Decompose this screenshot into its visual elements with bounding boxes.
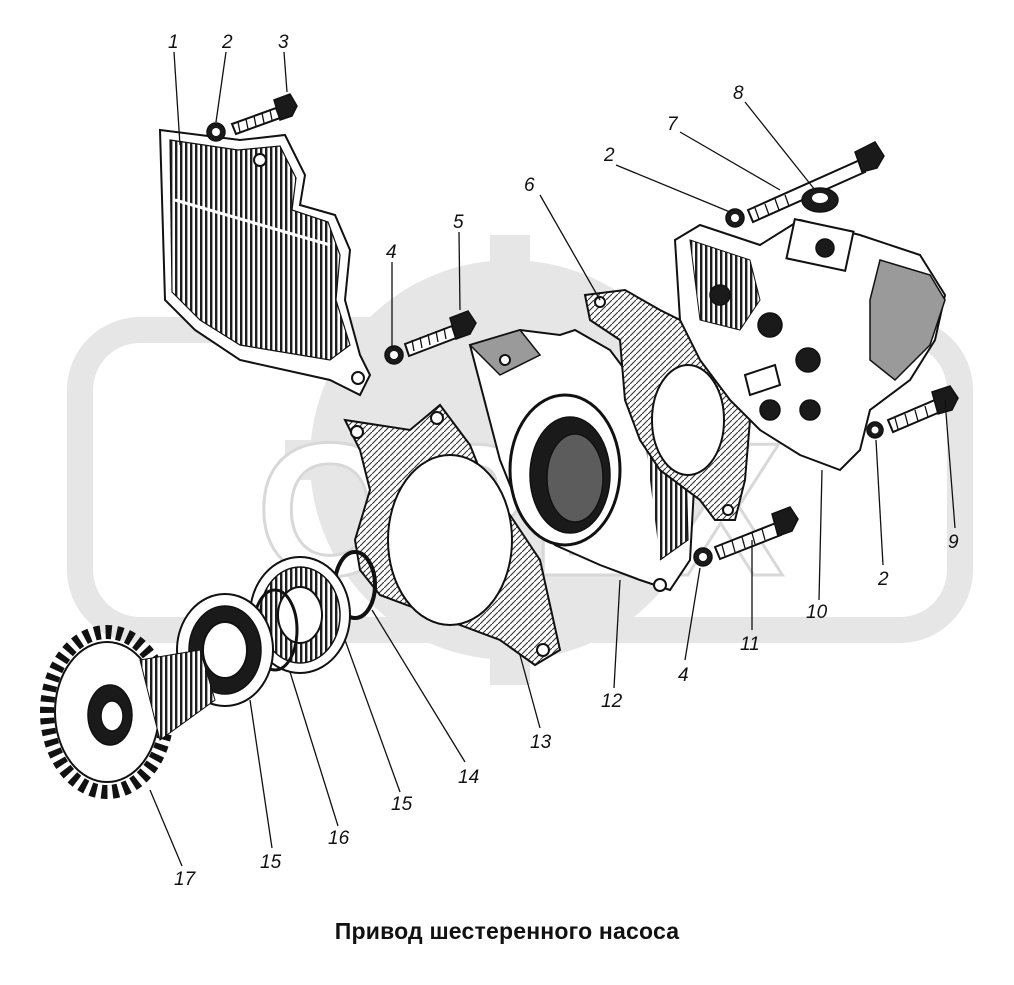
figure-caption: Привод шестеренного насоса [334, 918, 680, 944]
callout-14: 14 [458, 767, 479, 788]
callout-6: 6 [524, 175, 535, 196]
exploded-view-drawing: ОРЕХ [40, 32, 973, 890]
part-13-gasket [343, 403, 562, 667]
callout-5: 5 [453, 212, 464, 233]
callout-2-upper-right: 2 [603, 145, 615, 166]
callout-labels: 1 2 3 4 5 6 2 7 8 9 2 10 11 4 12 13 14 1… [168, 32, 959, 890]
part-3-bolt-top [230, 93, 298, 136]
callout-15-upper: 15 [391, 794, 413, 815]
callout-7: 7 [667, 114, 679, 135]
callout-17: 17 [174, 869, 197, 890]
callout-2-right: 2 [877, 569, 889, 590]
callout-15-lower: 15 [260, 852, 282, 873]
part-10-pump-body [673, 218, 947, 472]
callout-4-mid: 4 [386, 242, 397, 263]
callout-10: 10 [806, 602, 828, 623]
callout-1: 1 [168, 32, 179, 53]
callout-11: 11 [740, 634, 760, 655]
leader-lines [149, 51, 956, 867]
callout-12: 12 [601, 691, 623, 712]
callout-8: 8 [733, 83, 744, 104]
part-17-gear [40, 625, 216, 799]
part-2-washer-top-right [725, 208, 745, 228]
part-1-shield-plate [158, 128, 372, 397]
callout-2-top: 2 [221, 32, 233, 53]
callout-4-low: 4 [678, 665, 689, 686]
callout-13: 13 [530, 732, 552, 753]
part-7-bolt-top-right [746, 141, 885, 224]
callout-3: 3 [278, 32, 289, 53]
part-4-washer-low [693, 547, 713, 567]
callout-9: 9 [948, 532, 959, 553]
part-4-washer-mid [384, 345, 404, 365]
part-8-nut [801, 187, 839, 213]
part-15-bearing-right [249, 556, 351, 674]
part-2-washer-top [206, 122, 226, 142]
part-5-bolt-mid [403, 310, 477, 358]
callout-16: 16 [328, 828, 350, 849]
part-2-washer-right [866, 421, 884, 439]
part-11-bolt-low [713, 506, 799, 561]
